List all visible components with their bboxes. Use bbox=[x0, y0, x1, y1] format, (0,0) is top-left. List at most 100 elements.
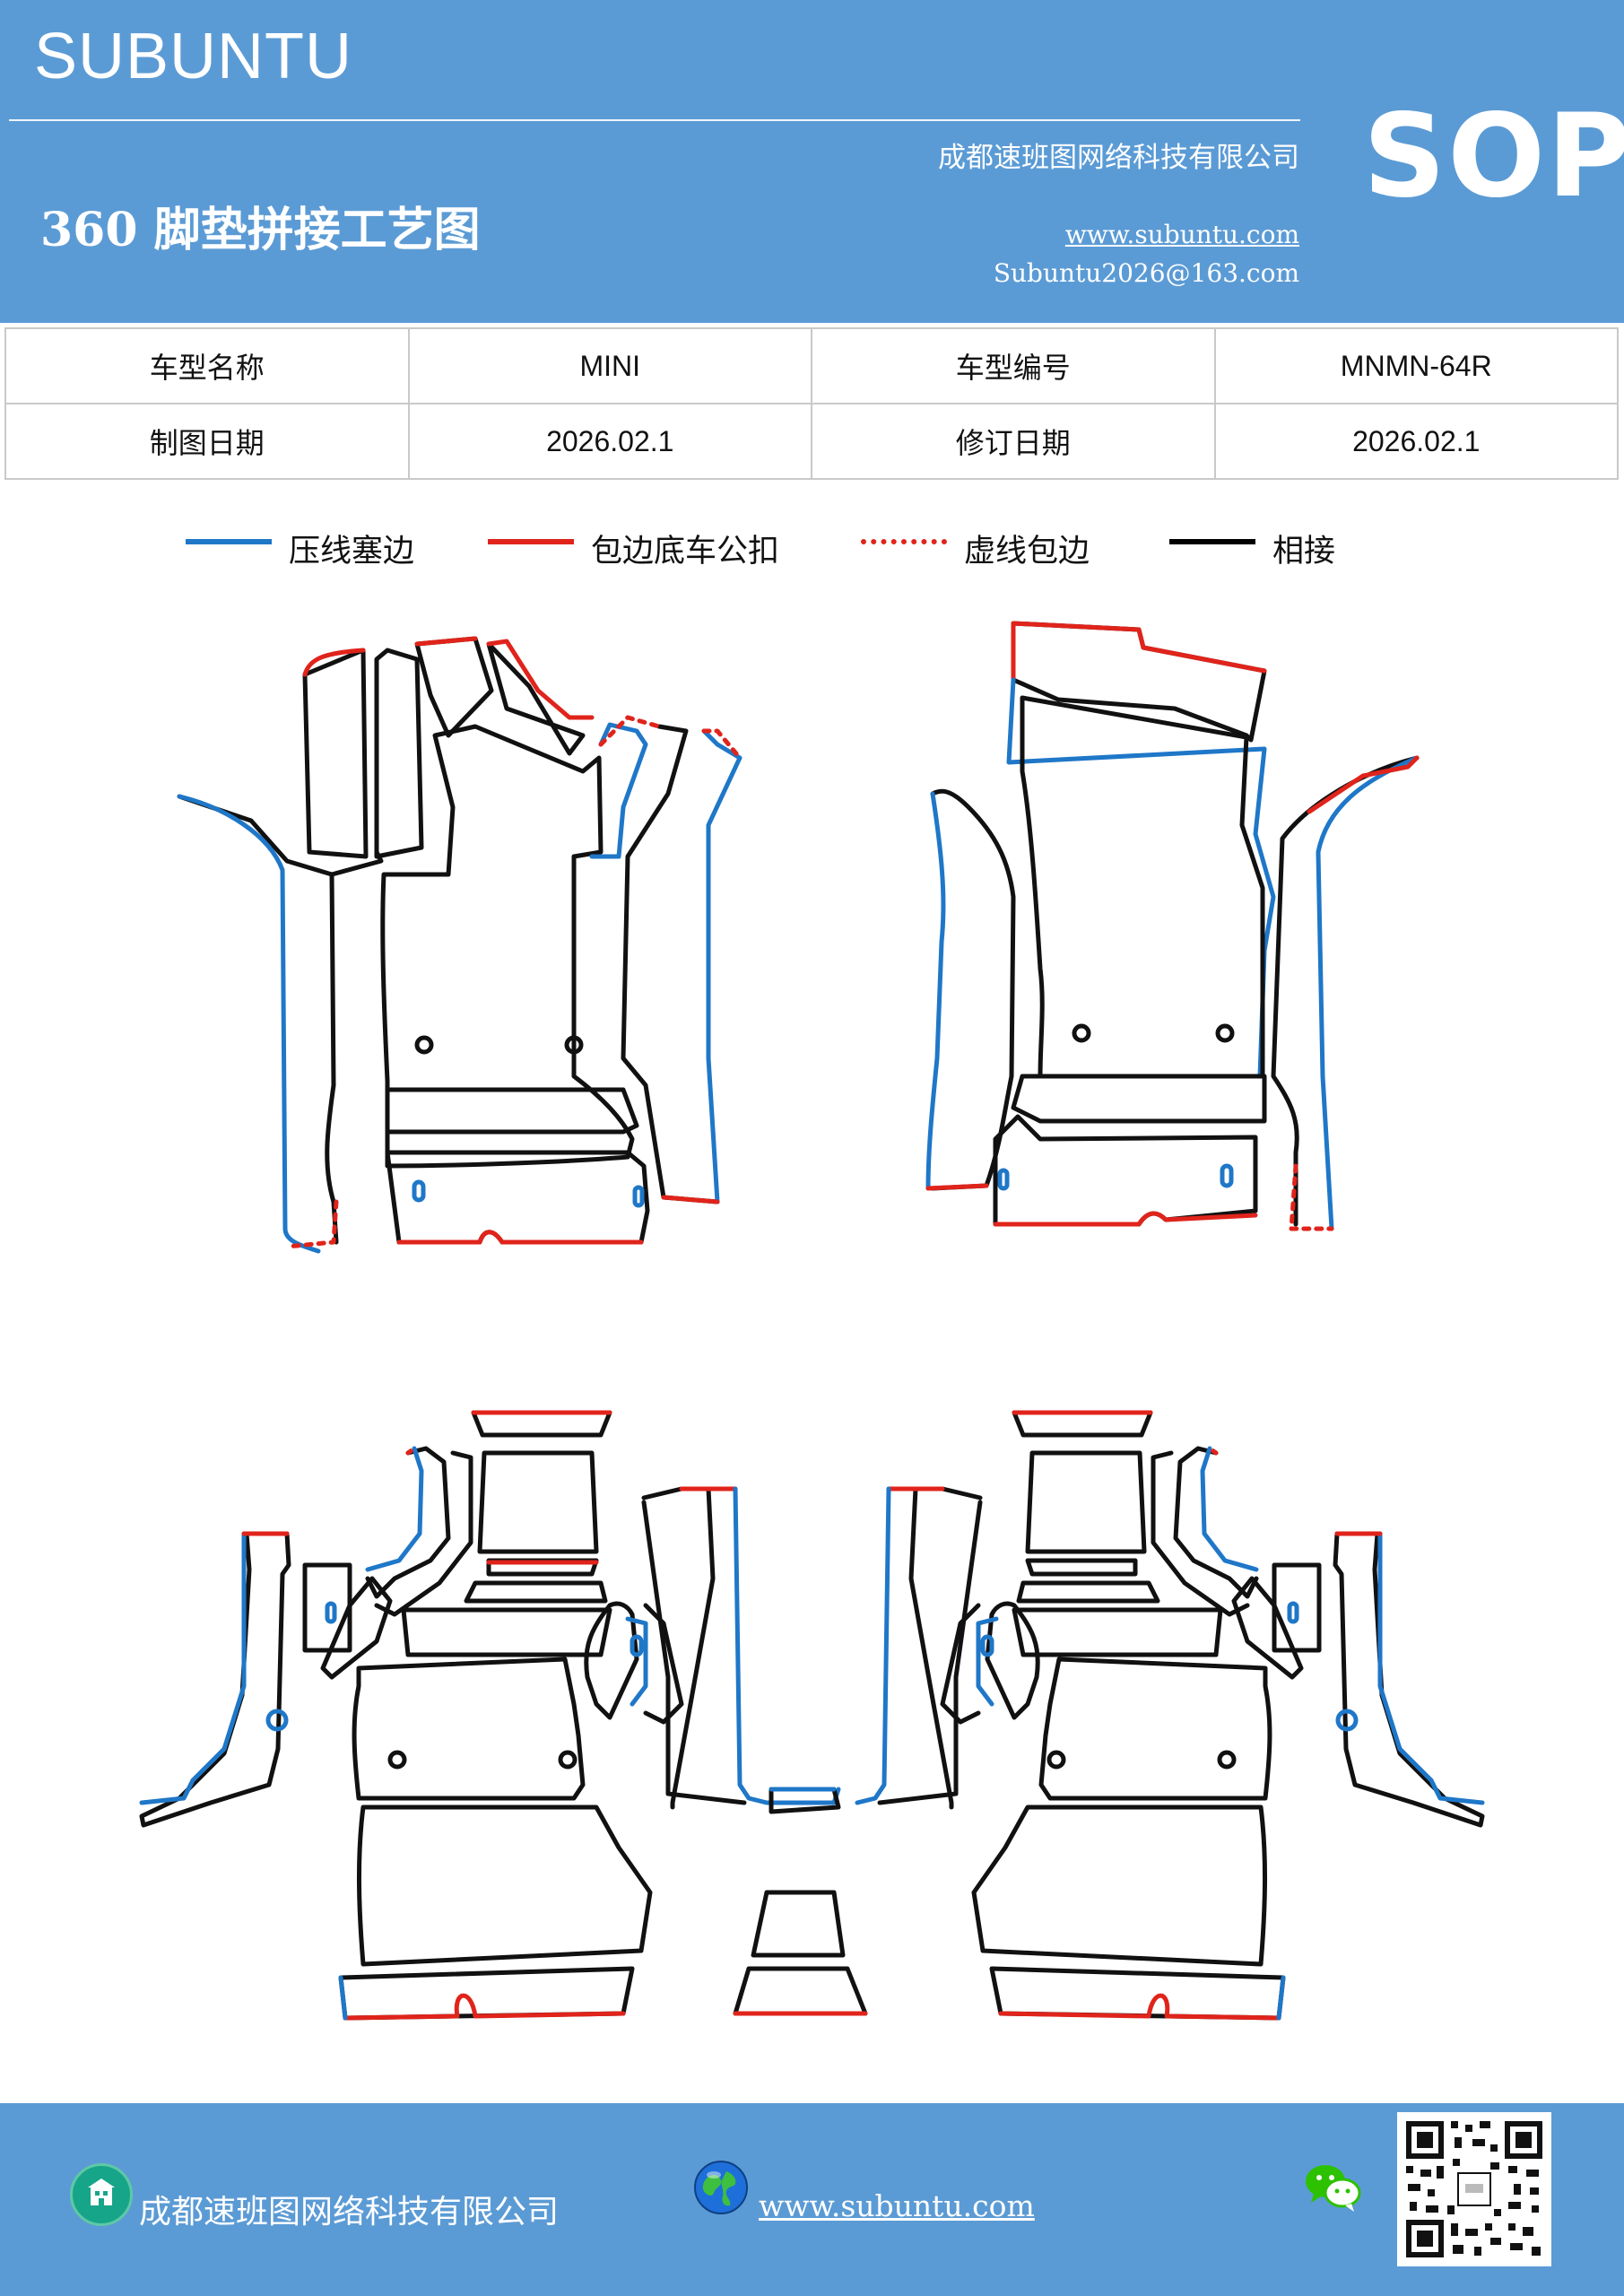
mat-piece bbox=[352, 1657, 586, 1801]
mat-piece bbox=[338, 1966, 635, 2021]
mat-seam bbox=[1207, 1446, 1219, 1456]
mat-seam bbox=[284, 1199, 339, 1249]
mat-piece bbox=[1038, 1657, 1272, 1801]
mat-piece bbox=[985, 1601, 1040, 1720]
mat-piece bbox=[374, 648, 424, 859]
mat-piece bbox=[930, 788, 1016, 1191]
mat-piece bbox=[989, 1966, 1286, 2021]
footer-website-link[interactable]: www.subuntu.com bbox=[759, 2188, 1035, 2223]
mat-piece bbox=[1025, 1558, 1138, 1577]
mat-piece bbox=[177, 794, 384, 877]
revision-date-value: 2026.02.1 bbox=[1213, 403, 1619, 480]
mat-piece bbox=[374, 1450, 473, 1617]
mat-piece bbox=[1012, 1410, 1153, 1438]
mat-slot bbox=[325, 1601, 337, 1624]
model-code-label: 车型编号 bbox=[811, 327, 1216, 404]
mat-seam bbox=[598, 715, 743, 761]
mat-piece bbox=[1200, 1446, 1259, 1572]
mat-slot bbox=[1287, 1601, 1299, 1624]
mat-piece bbox=[1307, 755, 1420, 814]
mat-seam bbox=[343, 1993, 626, 2021]
mat-piece bbox=[733, 1966, 868, 2016]
mat-slot bbox=[632, 1185, 645, 1208]
mat-hole bbox=[1072, 1023, 1091, 1043]
mat-piece bbox=[733, 1486, 841, 1805]
mat-piece bbox=[643, 1603, 684, 1725]
mat-piece bbox=[401, 1607, 612, 1657]
mat-piece bbox=[302, 648, 369, 859]
mat-piece bbox=[356, 1805, 653, 1967]
mat-seam bbox=[338, 1975, 348, 2021]
mat-piece bbox=[139, 1531, 247, 1805]
mat-piece bbox=[1173, 1446, 1259, 1599]
mat-hole bbox=[1046, 1750, 1066, 1770]
mat-seam bbox=[998, 1993, 1281, 2021]
mat-piece bbox=[751, 1890, 846, 1958]
mat-seam bbox=[1289, 1163, 1334, 1231]
mat-seam bbox=[302, 636, 595, 720]
mat-piece bbox=[625, 1616, 648, 1707]
mat-piece bbox=[365, 1446, 424, 1572]
mat-piece bbox=[701, 728, 743, 1205]
mat-piece bbox=[325, 872, 339, 1245]
mat-slot bbox=[980, 1634, 994, 1657]
mat-hole bbox=[414, 1035, 434, 1055]
mat-piece bbox=[855, 1486, 891, 1805]
mat-piece bbox=[1316, 755, 1420, 1231]
mat-piece bbox=[641, 1486, 716, 1810]
mat-piece bbox=[1271, 755, 1420, 1227]
mat-hole bbox=[1215, 1023, 1235, 1043]
mat-piece bbox=[365, 1446, 451, 1599]
mat-piece bbox=[940, 1603, 981, 1725]
globe-icon bbox=[692, 2159, 750, 2216]
rear-left-mat-set bbox=[139, 1410, 868, 2021]
draw-date-value: 2026.02.1 bbox=[407, 403, 812, 480]
brand-name: SUBUNTU bbox=[34, 21, 353, 92]
model-name-label: 车型名称 bbox=[4, 327, 410, 404]
legend-swatch-red bbox=[488, 539, 574, 544]
mat-hole bbox=[1217, 1750, 1237, 1770]
legend-label: 包边底车公扣 bbox=[591, 534, 780, 570]
table-row: 制图日期 2026.02.1 修订日期 2026.02.1 bbox=[4, 403, 1619, 480]
wechat-icon[interactable] bbox=[1303, 2161, 1362, 2213]
mat-piece bbox=[464, 1580, 608, 1604]
mat-piece bbox=[302, 1562, 352, 1653]
legend-label: 压线塞边 bbox=[289, 534, 415, 570]
legend-label: 虚线包边 bbox=[964, 534, 1090, 570]
mat-piece bbox=[477, 1450, 599, 1554]
mat-piece bbox=[641, 1500, 747, 1805]
mat-piece bbox=[971, 1805, 1268, 1967]
mat-piece bbox=[1377, 1531, 1485, 1805]
mat-piece bbox=[139, 1531, 291, 1828]
mat-piece bbox=[1272, 1562, 1322, 1653]
page-title: 360 脚垫拼接工艺图 bbox=[40, 203, 481, 257]
mat-seam bbox=[925, 1183, 989, 1191]
mat-piece bbox=[1016, 1580, 1160, 1604]
mat-piece bbox=[908, 1486, 983, 1810]
legend-swatch-blue bbox=[186, 539, 272, 544]
mat-piece bbox=[1025, 1450, 1147, 1554]
mat-hole bbox=[564, 1035, 584, 1055]
legend-swatch-black bbox=[1169, 539, 1255, 544]
line-legend: 压线塞边 包边底车公扣 虚线包边 相接 bbox=[0, 520, 1624, 574]
mat-piece bbox=[1011, 1074, 1267, 1124]
mat-hole bbox=[1335, 1709, 1359, 1732]
mat-piece bbox=[1012, 1607, 1223, 1657]
front-left-mat-set bbox=[177, 636, 743, 1254]
mat-piece bbox=[589, 722, 648, 859]
mat-piece bbox=[1006, 677, 1276, 1079]
mat-seam bbox=[1276, 1975, 1286, 2021]
email-address: Subuntu2026@163.com bbox=[993, 258, 1299, 288]
front-right-mat-set bbox=[925, 621, 1420, 1231]
mat-piece bbox=[584, 1601, 639, 1720]
mat-hole bbox=[265, 1709, 289, 1732]
mat-piece bbox=[486, 641, 586, 756]
mat-piece bbox=[976, 1616, 999, 1707]
mat-piece bbox=[385, 1087, 639, 1135]
mat-slot bbox=[1220, 1163, 1234, 1188]
website-link[interactable]: www.subuntu.com bbox=[1064, 220, 1299, 249]
model-name-value: MINI bbox=[407, 327, 812, 404]
mat-seam bbox=[661, 1195, 720, 1205]
footer-company-name: 成都速班图网络科技有限公司 bbox=[139, 2194, 560, 2231]
mat-piece bbox=[471, 1410, 612, 1438]
